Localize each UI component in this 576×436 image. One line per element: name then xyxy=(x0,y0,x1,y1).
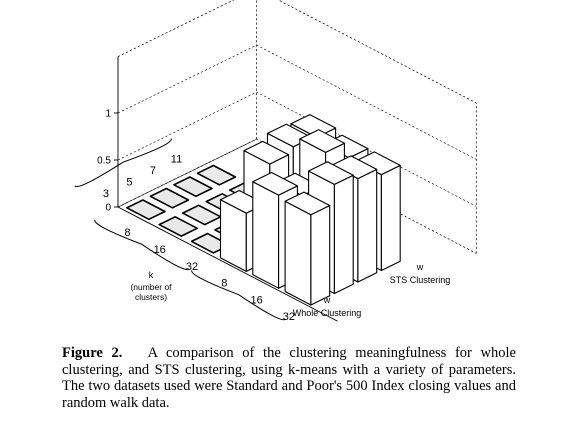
bar-top-face xyxy=(299,129,345,153)
bar xyxy=(284,191,331,306)
k-axis-subtitle: (number of xyxy=(130,282,172,292)
bar-side-face xyxy=(380,164,401,272)
k-axis-brace xyxy=(74,138,172,188)
bar-top-face xyxy=(284,191,331,216)
figure-caption: Figure 2. A comparison of the clustering… xyxy=(62,345,516,411)
zero-bar-tile xyxy=(173,176,213,198)
k-axis-title: k xyxy=(149,270,154,280)
zero-bar-tile xyxy=(158,216,198,237)
zero-bar-tile xyxy=(149,187,190,209)
w-group-name: Whole Clustering xyxy=(293,308,362,318)
w-tick-label: 8 xyxy=(221,278,227,290)
w-tick-label: 16 xyxy=(154,244,166,256)
bar-side-face xyxy=(310,204,331,306)
bar-chart-3d: 0 0.5 1 3 5 7 11 8 16 32 8 16 32 k (number ofclusters)… xyxy=(74,0,477,323)
k-tick-label: 7 xyxy=(150,165,156,177)
w-group-letter: w xyxy=(416,262,424,272)
w-group-letter: w xyxy=(323,295,331,305)
bar-side-face xyxy=(333,174,354,295)
zero-bar-tile xyxy=(196,164,237,186)
zero-bar-tile xyxy=(181,204,222,226)
z-tick-label: 0 xyxy=(105,203,111,214)
w-group-brace xyxy=(191,270,286,321)
z-gridline xyxy=(117,44,477,160)
k-tick-label: 3 xyxy=(103,188,109,200)
k-tick-label: 5 xyxy=(126,177,132,189)
z-gridline xyxy=(117,91,477,207)
w-tick-label: 16 xyxy=(250,294,262,306)
chart-bars xyxy=(126,114,401,306)
chart-frame xyxy=(114,0,477,322)
bar-front-face xyxy=(252,181,280,289)
bar-front-face xyxy=(284,200,312,306)
k-axis-subtitle: clusters) xyxy=(135,292,167,302)
bar-top-face xyxy=(290,114,337,138)
bar-top-face xyxy=(243,140,290,165)
chart-labels: 0 0.5 1 3 5 7 11 8 16 32 8 16 32 k (number ofclusters)… xyxy=(74,109,451,323)
k-axis-line xyxy=(117,138,257,208)
w-tick-label: 32 xyxy=(186,261,198,273)
back-wall-top-edge xyxy=(117,0,477,104)
bar-top-face xyxy=(308,161,354,185)
w-tick-label: 8 xyxy=(124,227,130,239)
bar-side-face xyxy=(357,168,378,283)
z-tick-label: 1 xyxy=(105,109,111,120)
w-group-name: STS Clustering xyxy=(390,275,451,285)
caption-text: A comparison of the clustering meaningfu… xyxy=(62,345,516,411)
k-tick-label: 11 xyxy=(171,154,182,166)
w-group-brace xyxy=(94,219,190,270)
w-tick-label: 32 xyxy=(283,311,295,323)
caption-label: Figure 2. xyxy=(62,345,123,361)
z-tick-label: 0.5 xyxy=(97,156,111,167)
bar-top-face xyxy=(252,171,298,196)
zero-bar-tile xyxy=(126,199,166,221)
w-axis-line xyxy=(117,206,338,322)
